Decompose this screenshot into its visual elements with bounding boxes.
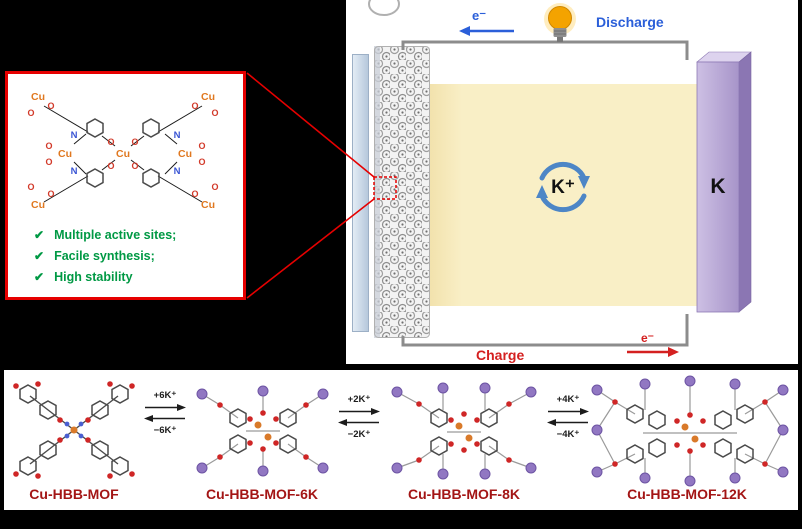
- atom-label-cu: Cu: [178, 148, 192, 160]
- atom-label-n: N: [174, 130, 181, 141]
- atom-label-cu: Cu: [58, 148, 72, 160]
- mof-inset-box: Cu Cu Cu Cu O O O O O O O O N Cu N O O N…: [5, 71, 246, 300]
- check-icon: ✔: [34, 227, 45, 242]
- forward-arrow-icon: [145, 404, 186, 411]
- atom-label-n: N: [71, 130, 78, 141]
- structure-cu-hbb-mof-8k: [391, 382, 537, 480]
- atom-label-o: O: [27, 182, 34, 192]
- reaction-forward-label: +4K⁺: [556, 394, 580, 405]
- forward-arrow-icon: [339, 408, 380, 415]
- atom-label-o: O: [47, 189, 54, 199]
- structure-label-cu-hbb-mof-8k: Cu-HBB-MOF-8K: [408, 486, 520, 502]
- atom-label-o: O: [131, 137, 138, 147]
- light-bulb-icon: [544, 3, 576, 42]
- atom-label-o: O: [191, 101, 198, 111]
- check-icon: ✔: [34, 269, 45, 284]
- atom-label-cu: Cu: [31, 91, 45, 103]
- zoom-region-box: [373, 176, 397, 200]
- atom-label-cu: Cu: [201, 199, 215, 211]
- atom-label-cu: Cu: [116, 148, 130, 160]
- structure-label-cu-hbb-mof-6k: Cu-HBB-MOF-6K: [206, 486, 318, 502]
- electron-label-charge: e⁻: [641, 331, 655, 345]
- structure-label-cu-hbb-mof: Cu-HBB-MOF: [29, 486, 119, 502]
- structure-cu-hbb-mof: [13, 381, 135, 479]
- feature-text: Facile synthesis;: [54, 248, 155, 263]
- check-icon: ✔: [34, 248, 45, 263]
- electrolyte-region: [430, 84, 697, 306]
- feature-item: ✔ Facile synthesis;: [34, 245, 176, 266]
- electron-arrow-charge: [627, 347, 679, 357]
- atom-label-o: O: [107, 137, 114, 147]
- bond-lines: [43, 105, 203, 203]
- reaction-arrows-2: +2K⁺ −2K⁺: [336, 394, 382, 440]
- zoom-callout-lines: [246, 72, 397, 299]
- feature-item: ✔ High stability: [34, 266, 176, 287]
- feature-text: High stability: [54, 269, 133, 284]
- reaction-reverse-label: −6K⁺: [153, 425, 177, 436]
- reverse-arrow-icon: [547, 419, 588, 426]
- mof-motif-sketch: Cu Cu Cu Cu O O O O O O O O N Cu N O O N…: [27, 91, 218, 211]
- potassium-electrode: [696, 51, 752, 313]
- atom-label-o: O: [211, 182, 218, 192]
- reverse-arrow-icon: [144, 415, 185, 422]
- atom-label-o: O: [45, 157, 52, 167]
- forward-arrow-icon: [548, 408, 589, 415]
- current-collector-strip: [352, 54, 369, 332]
- feature-text: Multiple active sites;: [54, 227, 177, 242]
- discharge-label: Discharge: [596, 14, 664, 30]
- atom-label-o: O: [131, 161, 138, 171]
- ion-cycle-icon: [536, 161, 590, 213]
- atom-label-n: N: [71, 166, 78, 177]
- atom-label-o: O: [47, 101, 54, 111]
- top-terminal-circle: [368, 0, 400, 16]
- atom-label-o: O: [198, 141, 205, 151]
- mof-electrode-texture: [374, 46, 430, 338]
- structure-cu-hbb-mof-12k: [591, 375, 789, 487]
- reaction-forward-label: +6K⁺: [153, 390, 177, 401]
- atom-label-o: O: [191, 189, 198, 199]
- structure-label-cu-hbb-mof-12k: Cu-HBB-MOF-12K: [627, 486, 747, 502]
- reaction-reverse-label: −2K⁺: [347, 429, 371, 440]
- atom-label-o: O: [211, 108, 218, 118]
- potassium-ion-label: K⁺: [551, 177, 575, 198]
- feature-item: ✔ Multiple active sites;: [34, 224, 176, 245]
- atom-label-n: N: [174, 166, 181, 177]
- reaction-forward-label: +2K⁺: [347, 394, 371, 405]
- atom-label-o: O: [45, 141, 52, 151]
- reaction-arrows-3: +4K⁺ −4K⁺: [545, 394, 591, 440]
- circuit-wires: [401, 40, 689, 347]
- charge-label: Charge: [476, 347, 525, 363]
- reverse-arrow-icon: [338, 419, 379, 426]
- atom-label-cu: Cu: [31, 199, 45, 211]
- electron-label-discharge: e⁻: [472, 8, 487, 23]
- structure-cu-hbb-mof-6k: [196, 385, 329, 477]
- feature-list: ✔ Multiple active sites; ✔ Facile synthe…: [34, 224, 176, 287]
- electron-arrow-discharge: [459, 26, 514, 36]
- potassium-electrode-label: K: [710, 175, 726, 198]
- atom-label-cu: Cu: [201, 91, 215, 103]
- atom-label-o: O: [198, 157, 205, 167]
- reaction-arrows-1: +6K⁺ −6K⁺: [142, 390, 188, 436]
- atom-label-o: O: [27, 108, 34, 118]
- atom-label-o: O: [107, 161, 114, 171]
- reaction-reverse-label: −4K⁺: [556, 429, 580, 440]
